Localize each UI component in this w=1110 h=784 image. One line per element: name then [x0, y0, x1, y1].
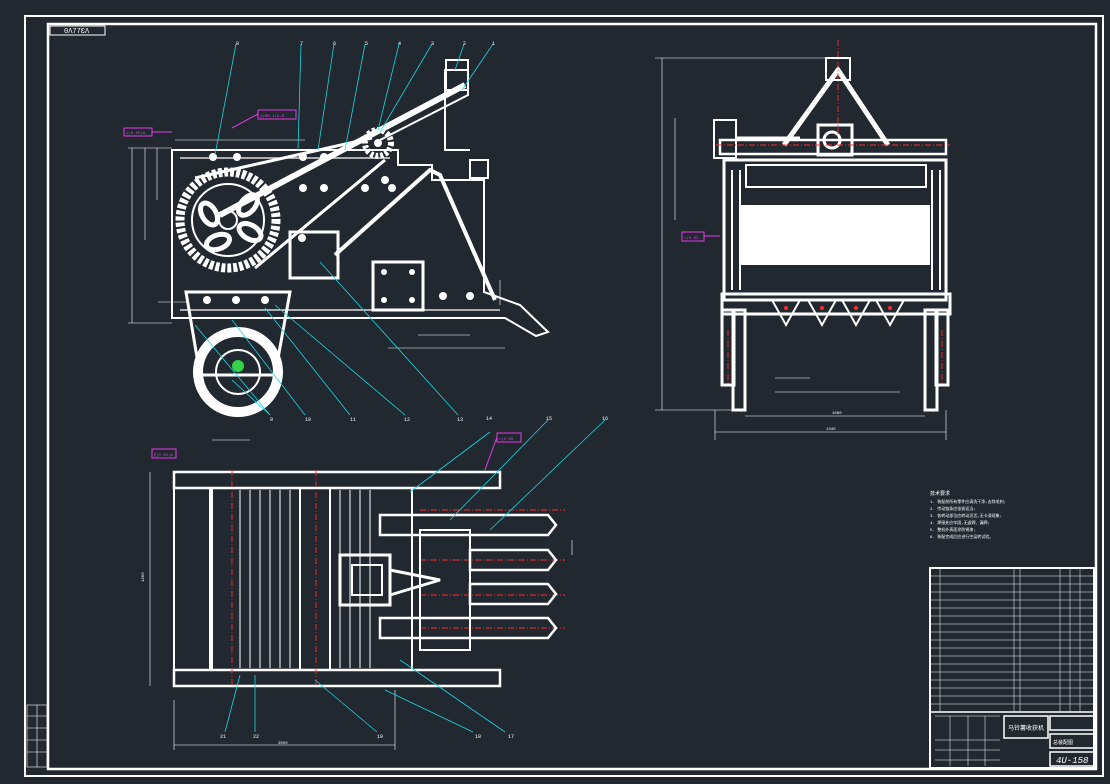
callout-21: 21: [220, 734, 226, 740]
note-2: 2. 传动链条应张紧适当;: [930, 505, 976, 512]
plan-view-callouts: 14 15 16 17 18 19 21 22: [220, 416, 608, 740]
front-view: 1080 1345 ○|0.03: [655, 40, 952, 440]
front-dimension-texts: 1080 1345: [826, 412, 842, 432]
side-view-callouts: 8 7 6 5 4 3 2 1 9 10 11 12 13: [236, 41, 495, 423]
callout-16: 16: [602, 416, 608, 422]
callout-18: 18: [475, 734, 481, 740]
callout-19: 19: [377, 734, 383, 740]
tolerance-frame-front: ○|0.03: [681, 231, 720, 242]
callout-2: 2: [463, 41, 466, 47]
outer-border: [24, 15, 1104, 777]
corner-label: 0Λ77ƐΛ: [64, 28, 90, 36]
note-5: 5. 整机外表面涂防锈漆;: [930, 526, 976, 533]
svg-text:2050: 2050: [278, 742, 288, 746]
drawing-number: 4U-158: [1056, 756, 1089, 766]
corner-label-box: [49, 25, 106, 36]
callout-22: 22: [253, 734, 259, 740]
callout-5: 5: [365, 41, 368, 47]
svg-text:∥|0.05|A: ∥|0.05|A: [154, 452, 173, 458]
plan-dimension-texts: 2050 1260: [142, 572, 288, 746]
callout-1: 1: [492, 41, 495, 47]
callout-6: 6: [333, 41, 336, 47]
callout-9: 9: [270, 417, 273, 423]
callout-14: 14: [486, 416, 492, 422]
note-3: 3. 各转动部位应转动灵活,无卡滞现象;: [930, 512, 1002, 519]
svg-text:1260: 1260: [142, 572, 146, 582]
drawing-subtitle: 总装配图: [1053, 739, 1073, 746]
svg-text:◎|Φ0.1|A-B: ◎|Φ0.1|A-B: [260, 114, 285, 119]
callout-10: 10: [305, 417, 311, 423]
tolerance-frame-side: ⊥|0.05|A ◎|Φ0.1|A-B: [123, 109, 297, 137]
technical-notes: 技术要求 1. 装配前所有零件应清洗干净,去除毛刺; 2. 传动链条应张紧适当;…: [930, 490, 1006, 540]
callout-13: 13: [457, 417, 463, 423]
plan-view: 14 15 16 17 18 19 21 22 ∥|0.05|A ▱|0.05 …: [142, 416, 608, 750]
callout-12: 12: [404, 417, 410, 423]
callout-17: 17: [508, 734, 514, 740]
svg-text:○|0.03: ○|0.03: [684, 236, 699, 241]
binding-strip: [26, 704, 48, 768]
svg-text:▱|0.05: ▱|0.05: [499, 437, 514, 442]
callout-15: 15: [546, 416, 552, 422]
note-1: 1. 装配前所有零件应清洗干净,去除毛刺;: [930, 498, 1006, 505]
callout-7: 7: [300, 41, 303, 47]
svg-text:1080: 1080: [832, 412, 842, 416]
tolerance-frame-plan: ∥|0.05|A ▱|0.05: [151, 432, 522, 471]
note-4: 4. 焊接处应牢固,无虚焊、漏焊;: [930, 519, 990, 526]
svg-text:1345: 1345: [826, 428, 836, 432]
callout-4: 4: [398, 41, 401, 47]
callout-3: 3: [431, 41, 434, 47]
note-6: 6. 装配完成后应进行空运转试验。: [930, 533, 993, 540]
inner-border: [46, 22, 1098, 771]
callout-8: 8: [236, 41, 239, 47]
side-view: 8 7 6 5 4 3 2 1 9 10 11 12 13 ⊥|0.05|A ◎…: [123, 41, 550, 423]
drawing-title: 马铃薯收获机: [1008, 724, 1044, 732]
callout-11: 11: [350, 417, 356, 423]
notes-heading: 技术要求: [930, 490, 950, 497]
title-block: 马铃薯收获机 总装配图 4U-158: [929, 567, 1095, 769]
svg-text:⊥|0.05|A: ⊥|0.05|A: [126, 131, 146, 136]
